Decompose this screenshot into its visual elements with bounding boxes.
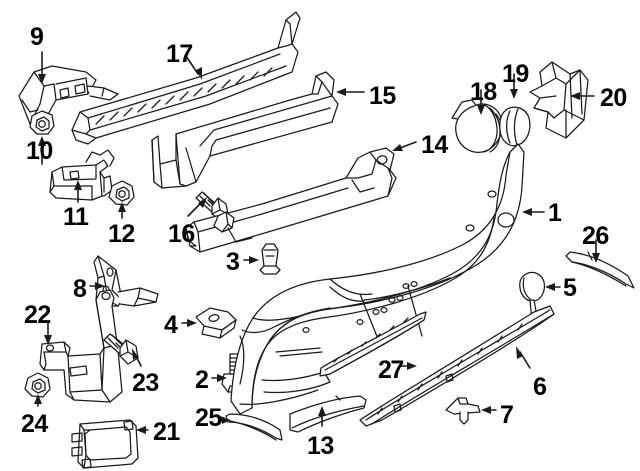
part-3-shape bbox=[259, 243, 281, 275]
callout-label-14: 14 bbox=[421, 131, 448, 159]
part-20-shape bbox=[529, 61, 589, 139]
part-6-shape bbox=[359, 305, 555, 427]
part-1-shape bbox=[230, 143, 525, 415]
callout-label-12: 12 bbox=[108, 220, 135, 248]
callout-label-22: 22 bbox=[24, 301, 51, 329]
part-26-shape bbox=[565, 251, 635, 289]
part-15-shape bbox=[151, 71, 339, 189]
part-24-shape bbox=[24, 372, 51, 398]
callout-label-27: 27 bbox=[378, 356, 404, 384]
callout-label-25: 25 bbox=[195, 404, 222, 432]
callout-label-21: 21 bbox=[153, 418, 180, 446]
part-16-shape bbox=[195, 191, 229, 221]
part-22-shape bbox=[39, 289, 123, 403]
part-7-shape bbox=[445, 397, 481, 425]
callout-label-19: 19 bbox=[502, 60, 529, 88]
callout-label-23: 23 bbox=[132, 369, 159, 397]
part-13-shape bbox=[289, 395, 367, 433]
callout-label-2: 2 bbox=[195, 366, 209, 394]
part-17-shape bbox=[71, 11, 301, 145]
part-25-shape bbox=[225, 413, 283, 441]
callout-label-13: 13 bbox=[307, 432, 334, 460]
part-14-shape bbox=[185, 147, 397, 253]
leader-lines bbox=[34, 51, 600, 434]
callout-label-16: 16 bbox=[168, 220, 195, 248]
callout-label-10: 10 bbox=[26, 137, 53, 165]
callout-label-18: 18 bbox=[470, 78, 497, 106]
part-12-shape bbox=[108, 180, 135, 206]
callout-label-17: 17 bbox=[166, 40, 193, 68]
callout-label-15: 15 bbox=[369, 82, 396, 110]
callout-label-7: 7 bbox=[500, 401, 514, 429]
part-19-shape bbox=[499, 106, 531, 147]
callout-label-9: 9 bbox=[30, 23, 44, 51]
callout-label-20: 20 bbox=[600, 84, 627, 112]
part-23-shape bbox=[103, 333, 139, 365]
callout-label-26: 26 bbox=[582, 222, 609, 250]
callout-label-24: 24 bbox=[21, 410, 48, 438]
callout-label-1: 1 bbox=[548, 199, 562, 227]
part-21-shape bbox=[71, 419, 139, 469]
part-10-shape bbox=[29, 110, 55, 135]
part-18-shape bbox=[451, 99, 503, 153]
part-11-shape bbox=[49, 149, 115, 201]
callout-label-6: 6 bbox=[533, 373, 547, 401]
callout-label-11: 11 bbox=[63, 203, 89, 231]
part-4-shape bbox=[195, 307, 237, 339]
callout-label-8: 8 bbox=[73, 275, 87, 303]
callout-label-5: 5 bbox=[563, 274, 577, 302]
callout-label-4: 4 bbox=[164, 311, 178, 339]
callout-label-3: 3 bbox=[226, 248, 240, 276]
part-27-shape bbox=[319, 311, 427, 377]
